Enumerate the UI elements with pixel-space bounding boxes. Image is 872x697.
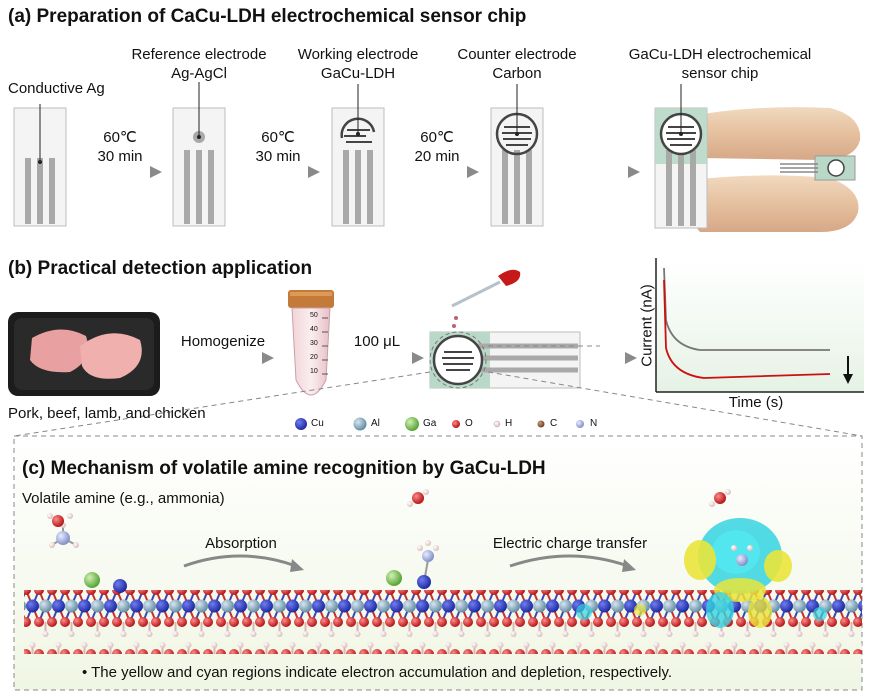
chip-detection: [429, 331, 581, 389]
arrow1-time: 30 min: [97, 148, 143, 165]
charge-density-cloud: [576, 518, 827, 628]
label-counter-electrode: Counter electrode: [457, 46, 577, 63]
chip-working-electrode: [331, 84, 385, 227]
label-working-electrode: Working electrode: [297, 46, 419, 63]
graph-y-label: Current (nA): [638, 284, 656, 367]
charge-transfer-label: Electric charge transfer: [492, 535, 648, 552]
water-molecule-1: [407, 489, 429, 507]
label-gacu-ldh: GaCu-LDH: [320, 65, 396, 82]
tube-tick-30: 30: [310, 340, 318, 347]
label-ag-agcl: Ag-AgCl: [171, 65, 227, 82]
meat-caption: Pork, beef, lamb, and chicken: [8, 405, 206, 422]
panel-b-arrows: [172, 352, 637, 364]
label-sensor-chip-2: sensor chip: [681, 65, 759, 82]
element-legend-markers: [295, 417, 584, 431]
legend-cu: Cu: [311, 418, 324, 429]
legend-o: O: [465, 418, 473, 429]
label-reference-electrode: Reference electrode: [131, 46, 267, 63]
homogenize-label: Homogenize: [180, 333, 266, 350]
arrow3-temp: 60℃: [420, 129, 454, 146]
legend-c: C: [550, 418, 558, 429]
legend-n: N: [590, 418, 598, 429]
graph-x-label: Time (s): [728, 394, 784, 411]
panel-b-graphics: [8, 258, 864, 437]
surface-adsorbates-2: [386, 540, 439, 589]
arrow3-time: 20 min: [414, 148, 460, 165]
arrow2-temp: 60℃: [261, 129, 295, 146]
tube-tick-20: 20: [310, 354, 318, 361]
chip-reference-electrode: [172, 82, 226, 227]
panel-c-arrows: [183, 554, 636, 572]
water-molecule-2: [709, 489, 731, 507]
process-arrows: [80, 166, 640, 178]
panel-c-note: • The yellow and cyan regions indicate e…: [82, 664, 673, 681]
tube-tick-40: 40: [310, 326, 318, 333]
label-carbon: Carbon: [492, 65, 542, 82]
sensor-chip-with-fingers: [654, 84, 861, 232]
current-time-graph: [655, 258, 864, 393]
meat-tray: [8, 312, 160, 396]
arrow1-temp: 60℃: [103, 129, 137, 146]
label-sensor-chip-1: GaCu-LDH electrochemical: [628, 46, 812, 63]
tube-tick-10: 10: [310, 368, 318, 375]
amine-label: Volatile amine (e.g., ammonia): [22, 490, 225, 507]
chip-conductive-ag: [13, 104, 67, 227]
label-conductive-ag: Conductive Ag: [8, 80, 105, 97]
pipette: [451, 269, 521, 328]
absorption-label: Absorption: [205, 535, 277, 552]
panel-c-title: (c) Mechanism of volatile amine recognit…: [22, 458, 546, 479]
legend-h: H: [505, 418, 513, 429]
legend-al: Al: [371, 418, 380, 429]
panel-a-graphics: [13, 82, 861, 232]
chip-counter-electrode: [490, 84, 544, 227]
panel-a-title: (a) Preparation of CaCu-LDH electrochemi…: [8, 6, 527, 27]
surface-adsorbates-1: [84, 572, 127, 593]
tube-tick-50: 50: [310, 312, 318, 319]
legend-ga: Ga: [423, 418, 437, 429]
panel-c-graphics: [13, 435, 863, 691]
test-tube: [288, 290, 334, 396]
panel-b-title: (b) Practical detection application: [8, 258, 313, 279]
volume-label: 100 μL: [353, 333, 401, 350]
arrow2-time: 30 min: [255, 148, 301, 165]
ammonia-water-molecule: [47, 513, 79, 548]
